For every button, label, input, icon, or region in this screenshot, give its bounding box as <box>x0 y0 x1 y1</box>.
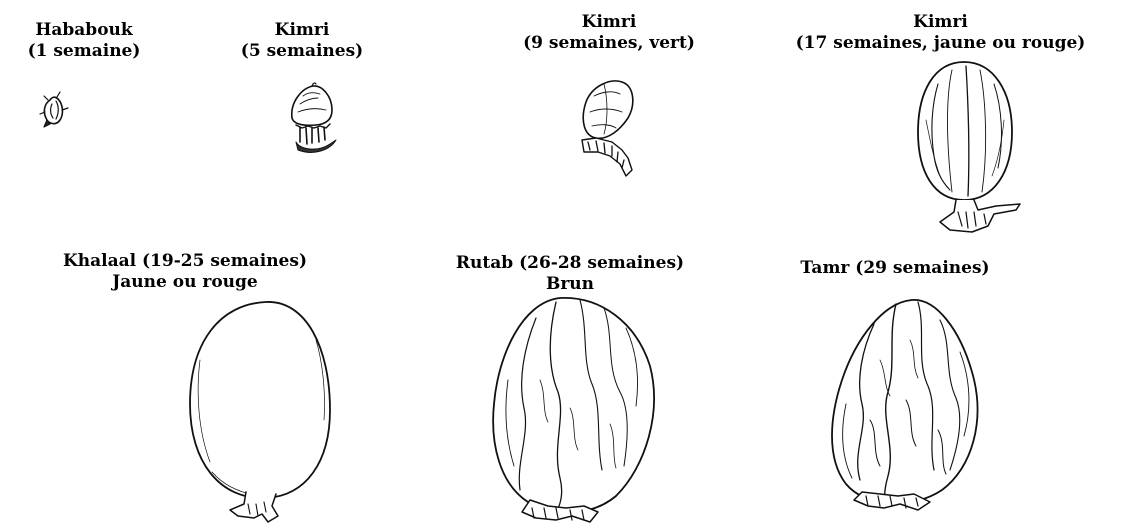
hababouk-fruit-drawing <box>40 92 68 127</box>
rutab-fruit-drawing <box>493 298 654 522</box>
kimri-9-weeks-fruit-drawing <box>582 81 633 176</box>
tamr-fruit-drawing <box>832 300 977 510</box>
khalaal-fruit-drawing <box>190 302 330 522</box>
kimri-5-weeks-fruit-drawing <box>292 83 336 152</box>
kimri-17-weeks-fruit-drawing <box>918 62 1020 232</box>
